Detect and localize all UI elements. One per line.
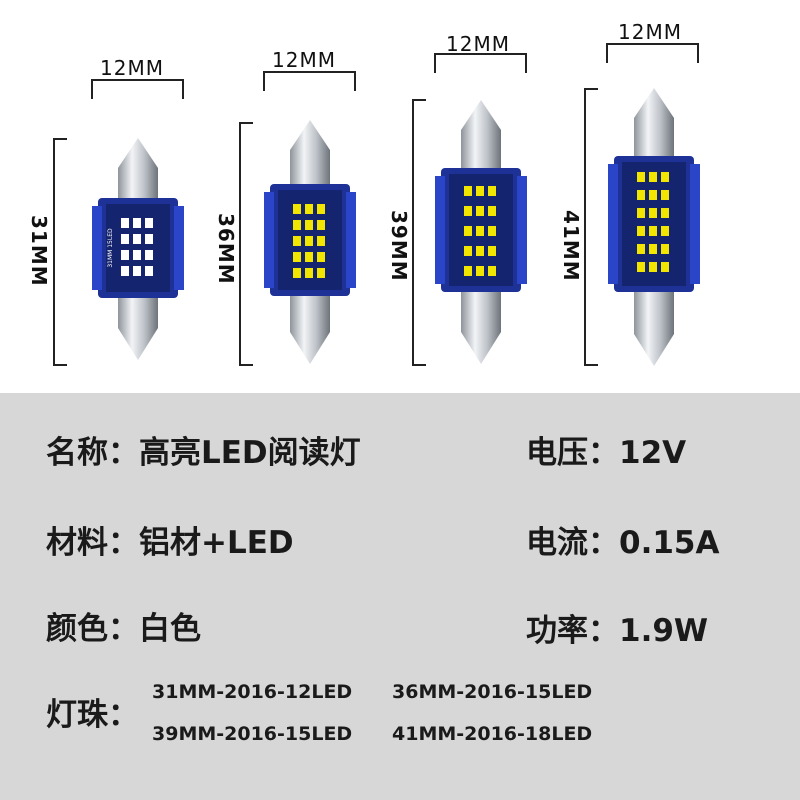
width-label: 12MM: [100, 56, 164, 80]
festoon-bulb-image: [260, 120, 360, 370]
length-label: 41MM: [559, 210, 583, 282]
chip-item: 36MM-2016-15LED: [392, 681, 593, 703]
chip-item: 31MM-2016-12LED: [152, 681, 353, 703]
product-image-area: 12MM 31MM: [0, 0, 800, 393]
spec-power: 功率：1.9W: [526, 605, 708, 650]
width-bracket: [434, 53, 527, 73]
spec-power-label: 功率：: [526, 613, 619, 649]
width-label: 12MM: [272, 48, 336, 72]
spec-voltage-label: 电压：: [526, 435, 619, 471]
festoon-bulb-image: 31MM 15LED: [88, 138, 188, 368]
spec-material-label: 材料：: [46, 525, 139, 561]
length-bracket: [53, 138, 67, 366]
festoon-bulb-image: [604, 88, 704, 370]
width-bracket: [263, 71, 356, 91]
spec-voltage: 电压：12V: [526, 427, 686, 472]
pcb-text: 31MM 15LED: [107, 228, 114, 268]
length-label: 31MM: [27, 215, 51, 287]
spec-current-value: 0.15A: [619, 525, 720, 561]
festoon-bulb-image: [431, 100, 531, 370]
spec-current-label: 电流：: [526, 525, 619, 561]
spec-panel: 名称：高亮LED阅读灯 电压：12V 材料：铝材+LED 电流：0.15A 颜色…: [0, 393, 800, 800]
spec-color-value: 白色: [139, 611, 201, 647]
spec-material-value: 铝材+LED: [139, 525, 294, 561]
length-bracket: [239, 122, 253, 366]
spec-voltage-value: 12V: [619, 435, 687, 471]
width-label: 12MM: [446, 32, 510, 56]
spec-name-value: 高亮LED阅读灯: [139, 435, 361, 471]
width-label: 12MM: [618, 20, 682, 44]
spec-name: 名称：高亮LED阅读灯: [46, 427, 361, 472]
length-bracket: [584, 88, 598, 366]
length-bracket: [412, 99, 426, 366]
chip-item: 39MM-2016-15LED: [152, 723, 353, 745]
spec-power-value: 1.9W: [619, 613, 709, 649]
width-bracket: [91, 79, 184, 99]
spec-color-label: 颜色：: [46, 611, 139, 647]
spec-material: 材料：铝材+LED: [46, 517, 294, 562]
length-label: 39MM: [387, 210, 411, 282]
spec-chips-label: 灯珠：: [46, 697, 139, 733]
width-bracket: [606, 43, 699, 63]
chip-item: 41MM-2016-18LED: [392, 723, 593, 745]
length-label: 36MM: [214, 213, 238, 285]
spec-color: 颜色：白色: [46, 603, 201, 648]
spec-name-label: 名称：: [46, 435, 139, 471]
spec-current: 电流：0.15A: [526, 517, 719, 562]
